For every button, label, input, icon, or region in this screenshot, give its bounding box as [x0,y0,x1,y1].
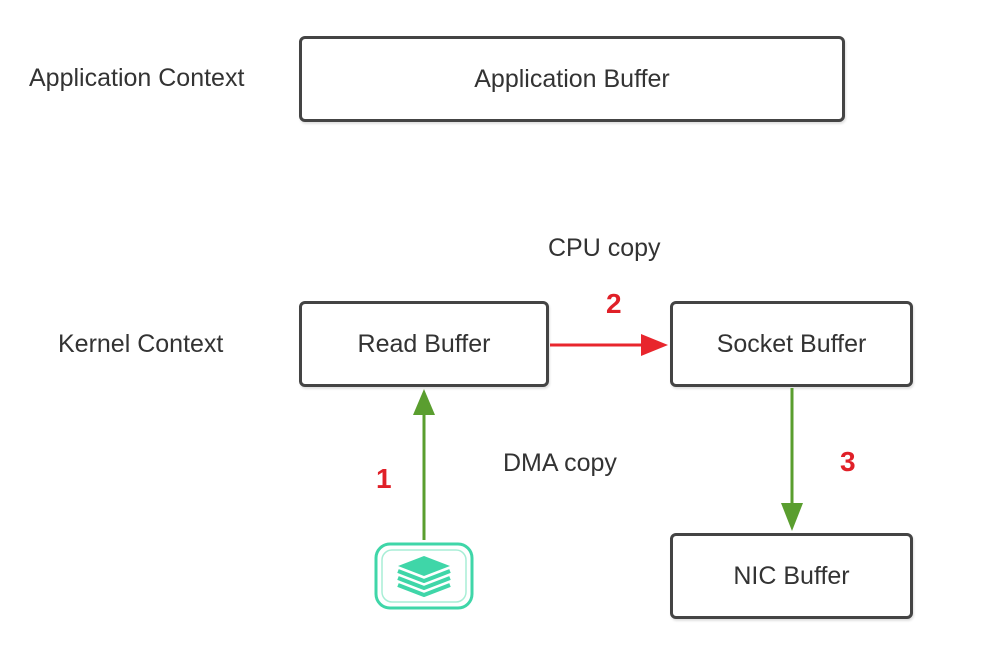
socket-buffer-box: Socket Buffer [670,301,913,387]
disk-stack-icon [374,542,474,610]
step-3-number: 3 [840,446,856,477]
dma-copy-label: DMA copy [503,449,617,477]
nic-buffer-box: NIC Buffer [670,533,913,619]
nic-buffer-label: NIC Buffer [733,561,850,590]
nic-copy-arrow [781,388,803,531]
application-buffer-box: Application Buffer [299,36,845,122]
read-buffer-label: Read Buffer [357,329,491,358]
kernel-context-label: Kernel Context [58,330,224,358]
socket-buffer-label: Socket Buffer [716,329,867,358]
step-2-number: 2 [606,288,622,319]
cpu-copy-arrow [550,334,668,356]
dma-copy-arrow [413,389,435,540]
step-1-number: 1 [376,463,392,494]
application-context-label: Application Context [29,64,245,92]
cpu-copy-label: CPU copy [548,234,661,262]
application-buffer-label: Application Buffer [474,64,670,93]
read-buffer-box: Read Buffer [299,301,549,387]
